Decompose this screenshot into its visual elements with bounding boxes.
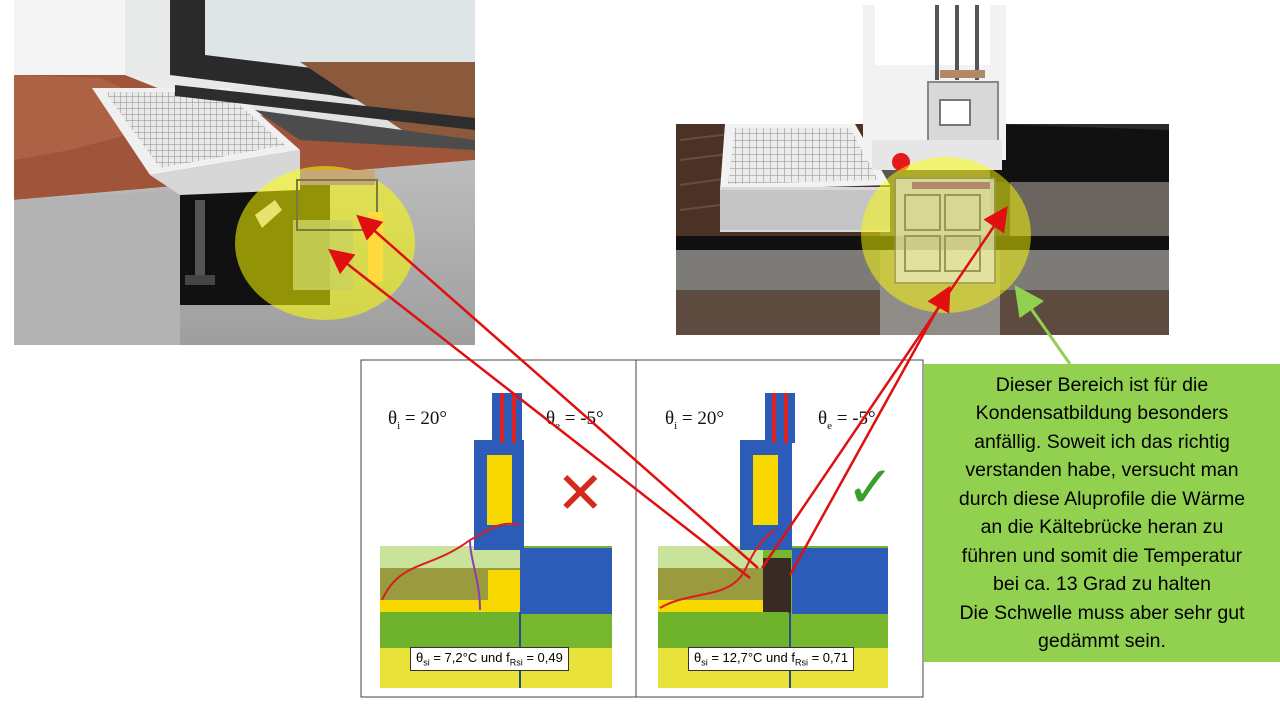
result-label-right: θsi = 12,7°C und fRsi = 0,71: [688, 647, 855, 671]
note-line: Kondensatbildung besonders: [975, 402, 1229, 424]
note-line: führen und somit die Temperatur: [961, 544, 1243, 567]
note-line: an die Kältebrücke heran zu: [980, 516, 1224, 538]
check-mark-icon: ✓: [846, 453, 895, 521]
theta-e-label-right: θe = -5°: [818, 408, 876, 432]
note-line: verstanden habe, versucht man: [965, 459, 1239, 481]
note-line: Dieser Bereich ist für die: [995, 373, 1209, 396]
theta-i-label-left: θi = 20°: [388, 408, 447, 432]
x-mark-icon: ✕: [556, 459, 605, 527]
note-line: durch diese Aluprofile die Wärme: [958, 487, 1246, 510]
theta-i-label-right: θi = 20°: [665, 408, 724, 432]
note-line: bei ca. 13 Grad zu halten: [993, 573, 1211, 595]
theta-e-label-left: θe = -5°: [546, 408, 604, 432]
note-line: anfällig. Soweit ich das richtig: [974, 430, 1230, 453]
note-line: gedämmt sein.: [1038, 630, 1166, 652]
note-line: Die Schwelle muss aber sehr gut: [959, 601, 1245, 624]
green-arrow: [1014, 285, 1072, 365]
result-label-left: θsi = 7,2°C und fRsi = 0,49: [410, 647, 569, 671]
explanation-note: Dieser Bereich ist für die Kondensatbild…: [924, 364, 1280, 662]
